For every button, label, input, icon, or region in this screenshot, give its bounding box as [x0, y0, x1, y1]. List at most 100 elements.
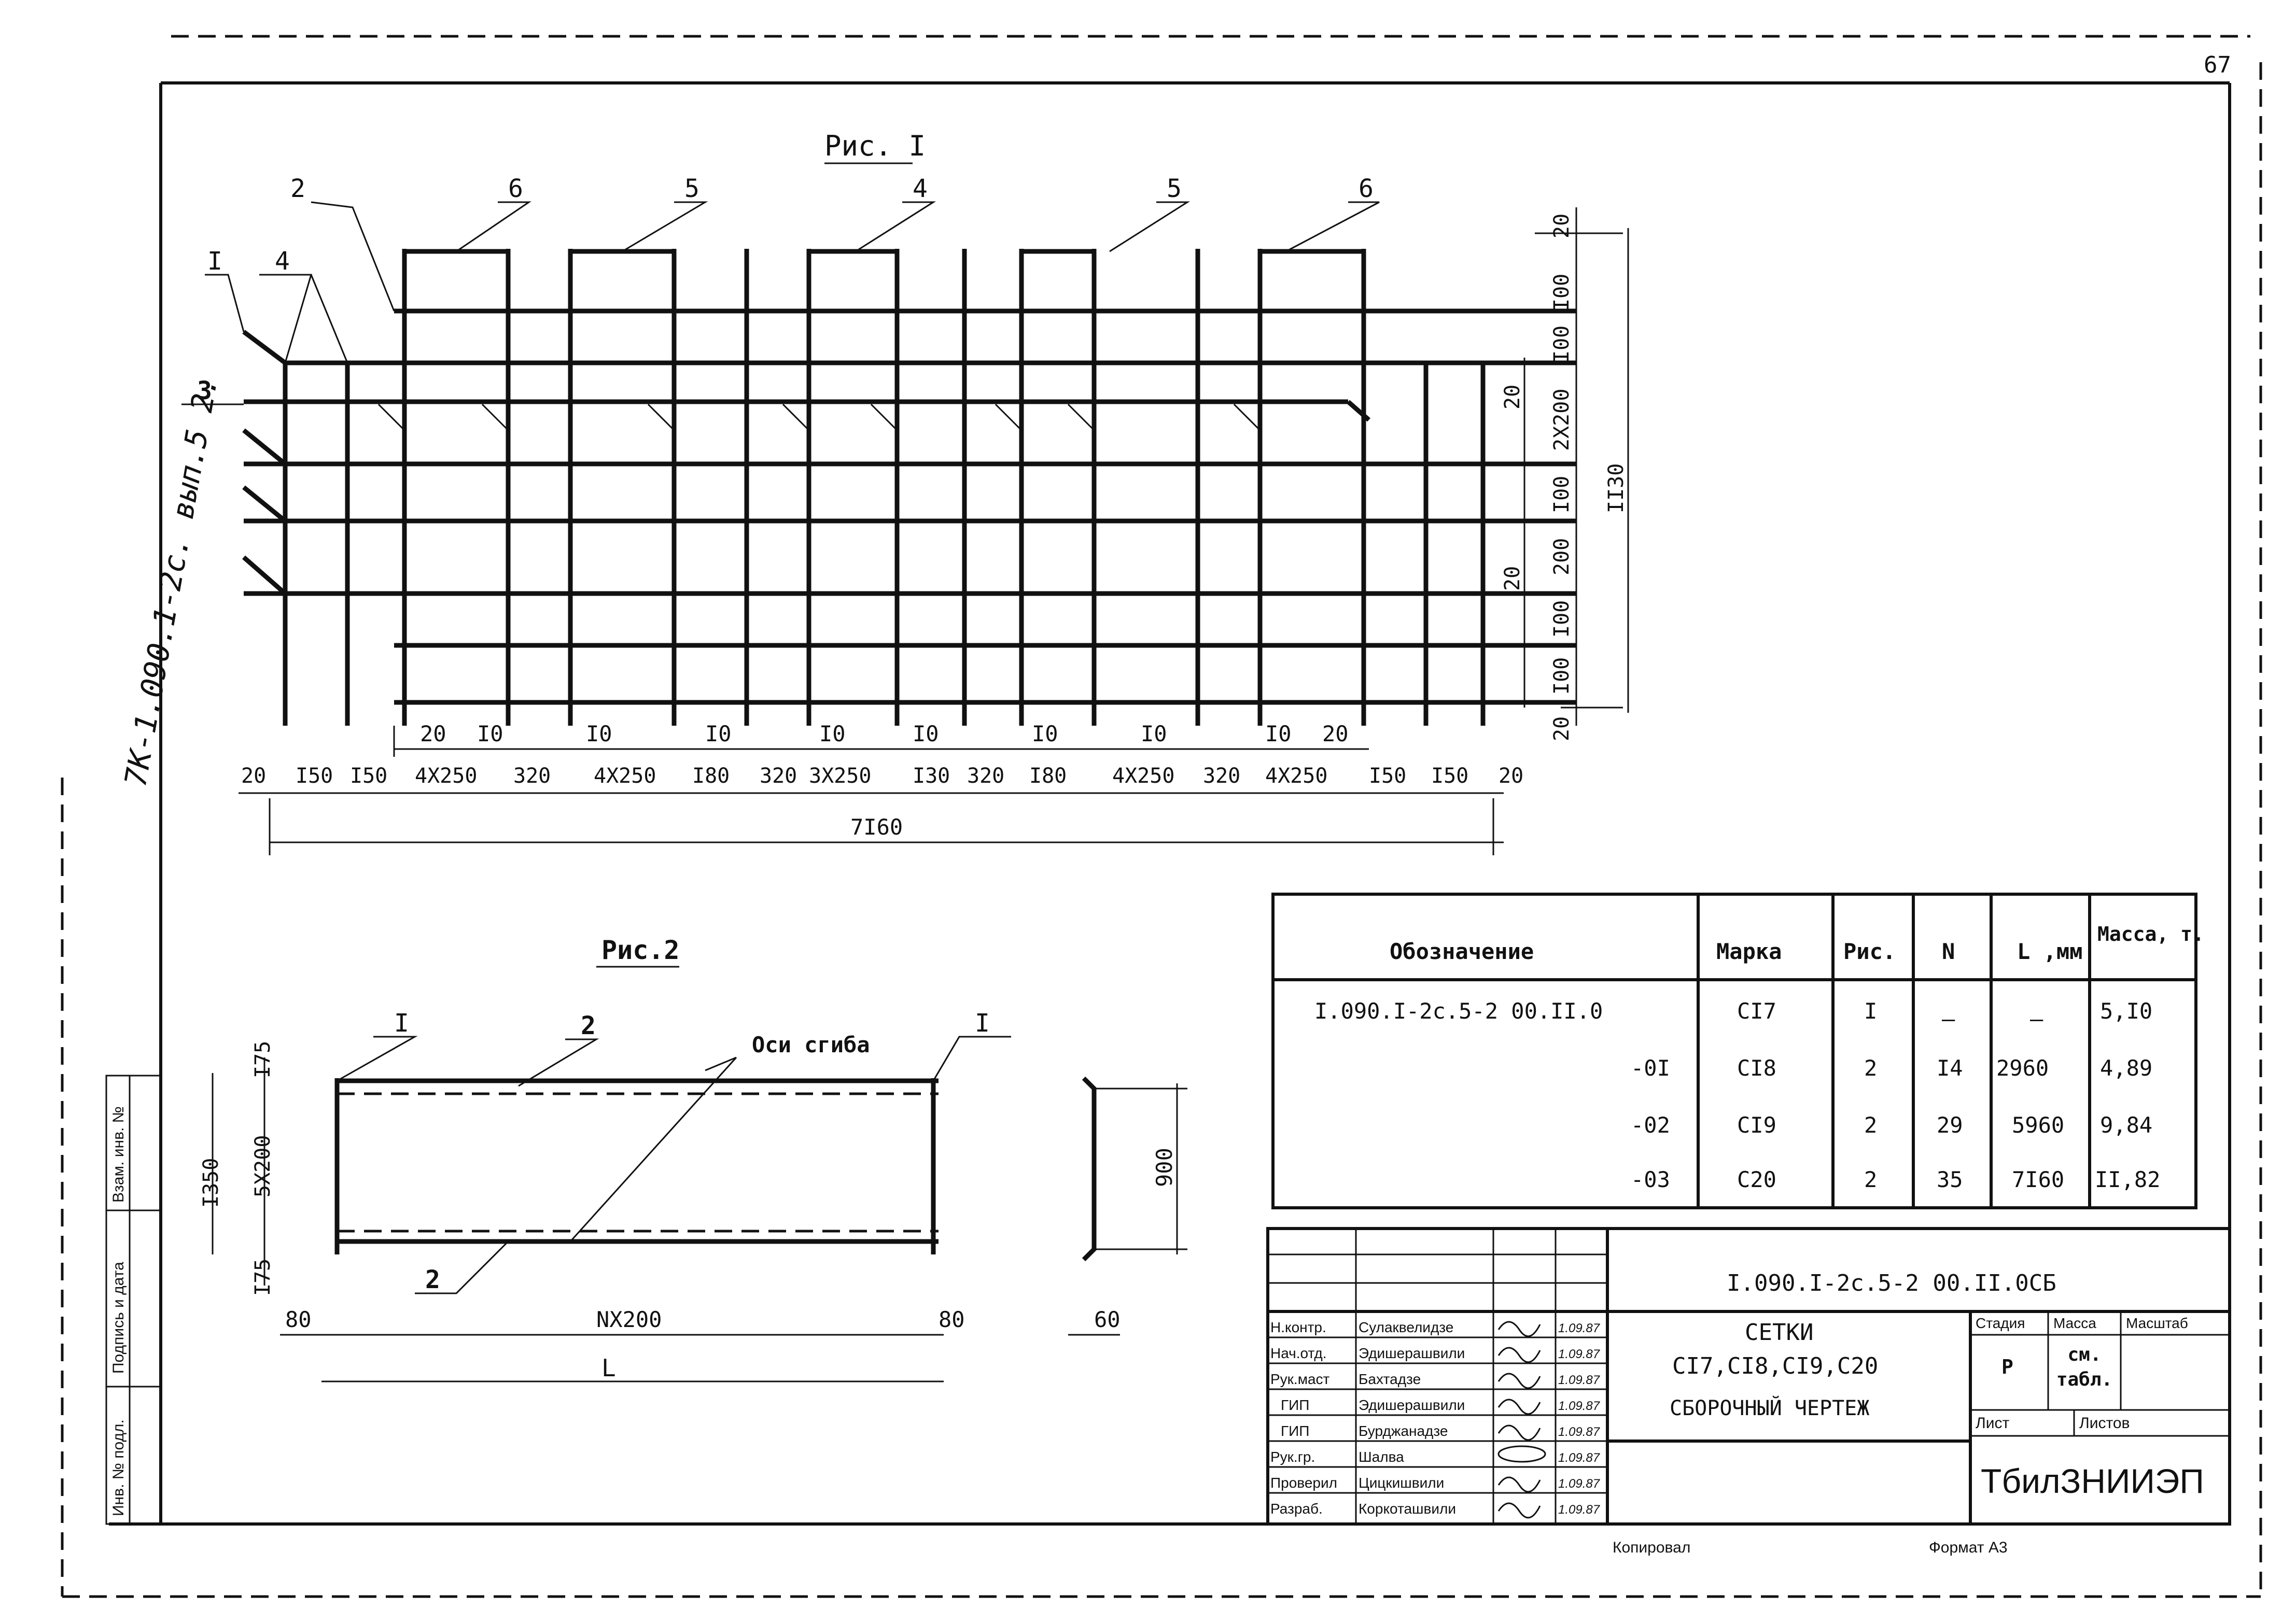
right-dim-9: 20 — [1550, 716, 1574, 741]
role-7: Проверил — [1270, 1475, 1337, 1491]
fig2-dim-left-offset: 80 — [285, 1307, 312, 1332]
role-4: ГИП — [1281, 1397, 1309, 1413]
role-2: Нач.отд. — [1270, 1345, 1327, 1361]
spec-r2-mass: 4,89 — [2100, 1055, 2152, 1081]
bottom-dim-12: I80 — [1029, 764, 1067, 788]
fig1-callouts: 2 6 5 4 5 6 I 4 3 — [181, 174, 1380, 405]
fig2-label-2-top: 2 — [581, 1011, 596, 1040]
callout-I: I — [207, 247, 222, 276]
title-line-2: CI7,CI8,CI9,C20 — [1672, 1353, 1878, 1379]
spec-header-n: N — [1942, 939, 1955, 964]
date-5: 1.09.87 — [1558, 1425, 1601, 1439]
document-code: I.090.I-2с.5-2 00.II.0СБ — [1727, 1270, 2056, 1296]
spec-header-mass: Масса, т. — [2097, 923, 2204, 945]
callout-3: 3 — [197, 376, 212, 405]
spec-r1-length: – — [2030, 1006, 2043, 1032]
fig2-dim-side-height: 900 — [1152, 1148, 1177, 1187]
callout-5-left: 5 — [684, 174, 699, 203]
bottom-dim-13: 4X250 — [1112, 764, 1174, 788]
callout-2: 2 — [290, 174, 305, 203]
stage-label: Стадия — [1976, 1315, 2025, 1331]
spec-r4-mark: C20 — [1737, 1167, 1776, 1192]
role-5: ГИП — [1281, 1423, 1309, 1439]
footer: Копировал Формат А3 — [1613, 1539, 2008, 1556]
fig2-label-2-bottom: 2 — [425, 1265, 440, 1294]
spec-r2-fig: 2 — [1864, 1055, 1877, 1081]
figure-2: Рис.2 I 2 Оси сгиба I 2 I75 I350 5X200 I… — [199, 935, 1187, 1382]
right-dim-7: I00 — [1550, 600, 1574, 638]
left-stamp-cell-2: Подпись и дата — [110, 1262, 127, 1374]
date-4: 1.09.87 — [1558, 1399, 1601, 1413]
spec-r1-fig: I — [1864, 998, 1877, 1024]
mass-value-box: см. табл. — [2056, 1344, 2113, 1390]
spec-r4-length: 7I60 — [2012, 1167, 2064, 1192]
date-1: 1.09.87 — [1558, 1321, 1601, 1335]
role-3: Рук.маст — [1270, 1371, 1330, 1387]
title-block-roles: Н.контр. Сулаквелидзе 1.09.87 Нач.отд. Э… — [1270, 1319, 1601, 1517]
bottom-dim-15: 4X250 — [1265, 764, 1327, 788]
bottom-dim-2: I50 — [296, 764, 333, 788]
left-stamp-cell-1: Инв. № подл. — [110, 1419, 127, 1516]
fig1-long-bars — [242, 308, 1576, 705]
right-dim-5: I00 — [1550, 476, 1574, 513]
gap-dim-6: I0 — [913, 721, 939, 746]
left-stamp: Инв. № подл. Подпись и дата Взам. инв. № — [105, 1075, 162, 1525]
callout-5-right: 5 — [1167, 174, 1182, 203]
name-3: Бахтадзе — [1359, 1371, 1421, 1387]
name-2: Эдишерашвили — [1359, 1345, 1465, 1361]
callout-4-left: 4 — [275, 247, 290, 276]
date-8: 1.09.87 — [1558, 1503, 1601, 1517]
gap-dim-5: I0 — [819, 721, 846, 746]
date-7: 1.09.87 — [1558, 1477, 1601, 1491]
signatures — [1497, 1321, 1546, 1519]
name-8: Коркоташвили — [1359, 1501, 1456, 1517]
gap-dim-8: I0 — [1141, 721, 1167, 746]
name-1: Сулаквелидзе — [1359, 1319, 1453, 1335]
bottom-dim-3: I50 — [350, 764, 387, 788]
organization: ТбилЗНИИЭП — [1981, 1462, 2204, 1500]
bottom-dim-11: 320 — [967, 764, 1004, 788]
spec-r3-designation: -02 — [1631, 1112, 1670, 1138]
side-dim-1: 20 — [1501, 385, 1524, 410]
spec-r1-n: – — [1942, 1006, 1955, 1032]
right-dim-3: I00 — [1550, 326, 1574, 363]
spec-header-length: L ,мм — [2017, 939, 2082, 964]
side-note: 7К-1.090.1-2с. вып.5 2. — [118, 373, 225, 789]
gap-dim-7: I0 — [1032, 721, 1058, 746]
spec-r1-designation: I.090.I-2с.5-2 00.II.0 — [1314, 998, 1603, 1024]
date-2: 1.09.87 — [1558, 1347, 1601, 1361]
role-8: Разраб. — [1270, 1501, 1323, 1517]
spec-header-mark: Марка — [1716, 939, 1782, 964]
bottom-dim-10: I30 — [913, 764, 950, 788]
bottom-dim-6: 4X250 — [594, 764, 656, 788]
mass-value: см. табл. — [2056, 1344, 2113, 1390]
sheet-label: Лист — [1976, 1415, 2009, 1432]
spec-r4-mass: II,82 — [2095, 1167, 2160, 1192]
fig1-gap-dims: 20 I0 I0 I0 I0 I0 I0 I0 I0 20 — [393, 721, 1369, 757]
fig1-bottom-dims: 20 I50 I50 4X250 320 4X250 I80 320 3X250… — [239, 764, 1523, 855]
right-dim-2: I00 — [1550, 274, 1574, 311]
sheet-frame: 67 7К-1.090.1-2с. вып.5 2. — [61, 35, 2262, 1598]
gap-dim-1: 20 — [420, 721, 446, 746]
role-6: Рук.гр. — [1270, 1449, 1315, 1465]
spec-r2-designation: -0I — [1631, 1055, 1670, 1081]
gap-dim-3: I0 — [586, 721, 612, 746]
fig2-title: Рис.2 — [601, 935, 680, 965]
fig2-dim-right-offset: 80 — [939, 1307, 965, 1332]
fig2-dim-top: I75 — [251, 1041, 275, 1078]
gap-dim-4: I0 — [705, 721, 732, 746]
bottom-dim-14: 320 — [1203, 764, 1240, 788]
spec-r1-mass: 5,I0 — [2100, 998, 2152, 1024]
callout-4-top: 4 — [913, 174, 928, 203]
fig1-right-dims: 20 I00 I00 2X200 I00 200 I00 I00 20 II30… — [1501, 207, 1629, 741]
name-4: Эдишерашвили — [1359, 1397, 1465, 1413]
spec-r3-fig: 2 — [1864, 1112, 1877, 1138]
left-stamp-box — [105, 1075, 162, 1525]
sheets-label: Листов — [2079, 1415, 2130, 1432]
role-1: Н.контр. — [1270, 1319, 1326, 1335]
right-dim-6: 200 — [1550, 538, 1574, 575]
name-7: Цицкишвили — [1359, 1475, 1444, 1491]
spec-r4-designation: -03 — [1631, 1167, 1670, 1192]
spec-r3-n: 29 — [1937, 1112, 1963, 1138]
